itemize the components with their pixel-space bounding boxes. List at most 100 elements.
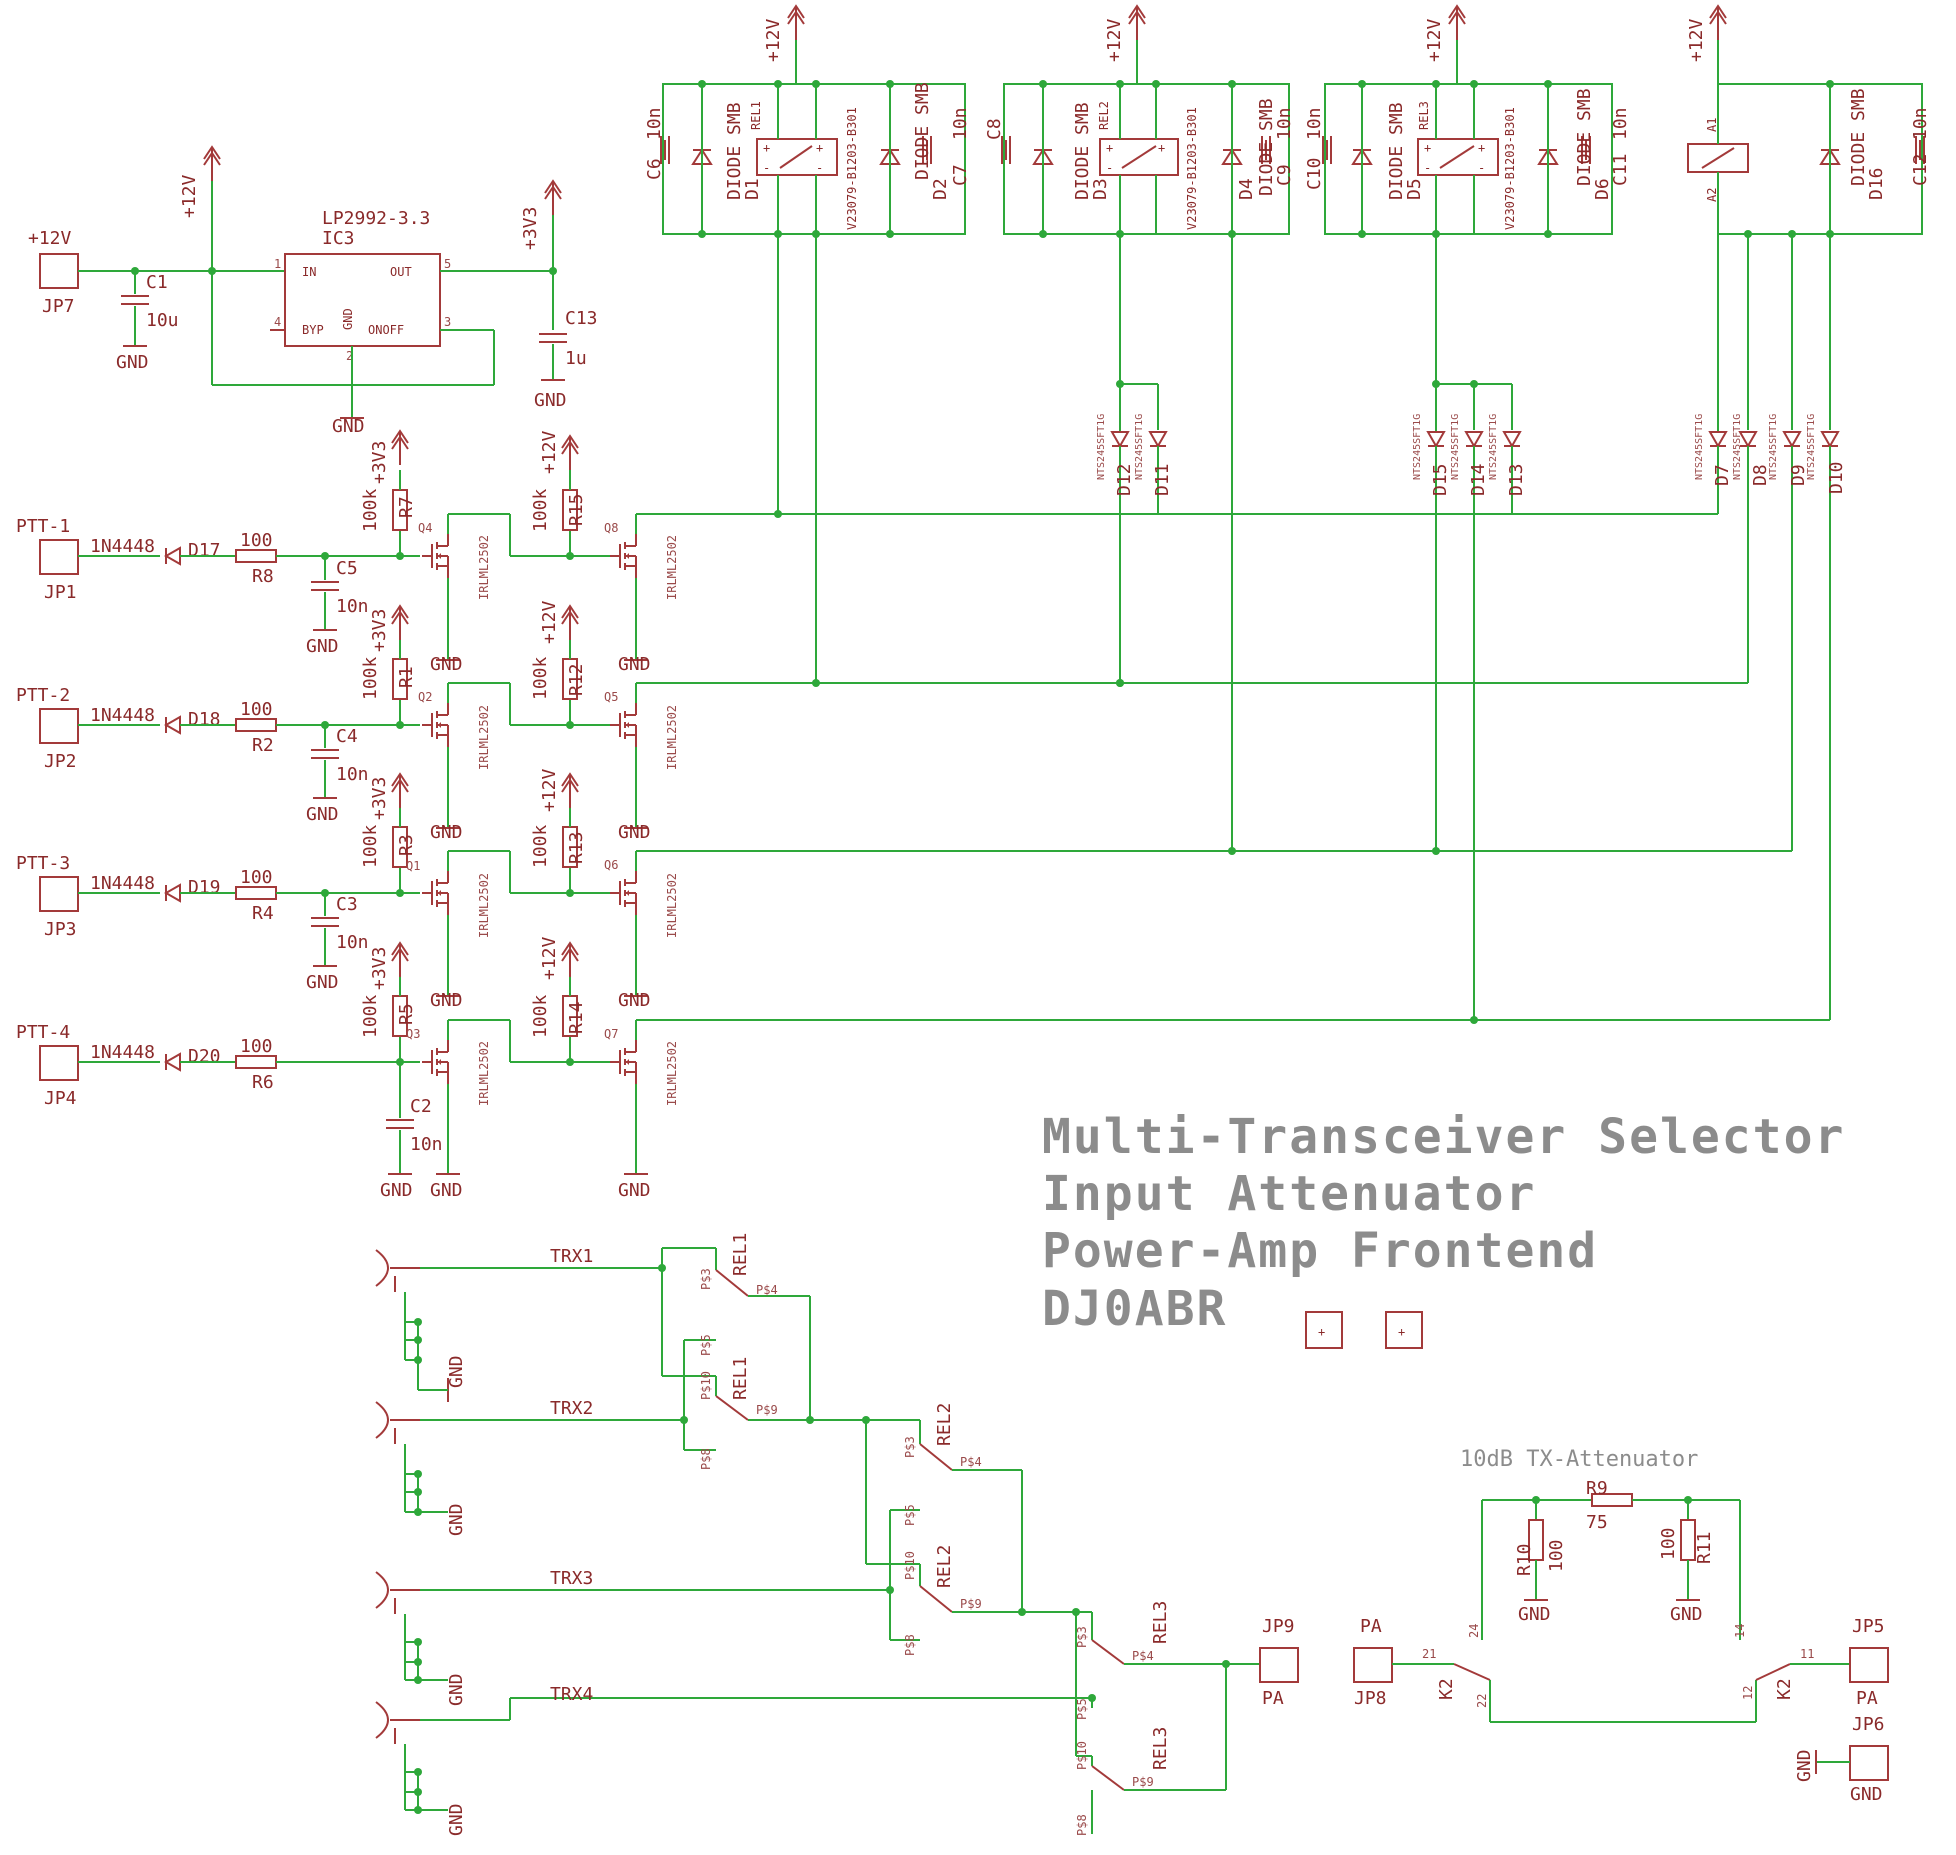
connector-jp4 xyxy=(39,1045,79,1081)
c3-ref: C3 xyxy=(336,894,358,915)
gnd-q2: GND xyxy=(430,822,463,843)
svg-text:P$5: P$5 xyxy=(1075,1698,1089,1720)
d19-type: 1N4448 xyxy=(90,873,155,894)
relay-block-3: +12V + + - - C10 10n DIODE SMB D5 REL3 V… xyxy=(1304,5,1631,855)
svg-text:P$5: P$5 xyxy=(699,1334,713,1356)
jp9-label: PA xyxy=(1262,1688,1284,1709)
r15-ref: R15 xyxy=(566,493,587,526)
svg-text:NTS245SFT1G: NTS245SFT1G xyxy=(1412,414,1423,480)
attenuator-title: 10dB TX-Attenuator xyxy=(1460,1447,1698,1472)
svg-text:P$10: P$10 xyxy=(699,1371,713,1400)
q7-part: IRLML2502 xyxy=(665,1041,679,1106)
d6-ref: D6 xyxy=(1592,178,1613,200)
jp6-ref: JP6 xyxy=(1852,1714,1885,1735)
svg-text:NTS245SFT1G: NTS245SFT1G xyxy=(1134,414,1145,480)
r12-value: 100k xyxy=(530,656,551,700)
d1-type: DIODE SMB xyxy=(724,102,745,200)
jp5-ref: JP5 xyxy=(1852,1616,1885,1637)
r11-ref: R11 xyxy=(1694,1531,1715,1564)
rel1-part: V23079-B1203-B301 xyxy=(845,107,859,230)
trx4-label: TRX4 xyxy=(550,1684,593,1705)
rel1-label-a: REL1 xyxy=(730,1233,751,1276)
q8-part: IRLML2502 xyxy=(665,535,679,600)
svg-text:P$4: P$4 xyxy=(756,1283,778,1297)
gnd-r10: GND xyxy=(1518,1604,1551,1625)
svg-text:+: + xyxy=(1318,1325,1325,1339)
reg-pin-in: IN xyxy=(302,265,316,279)
d2-ref: D2 xyxy=(930,178,951,200)
c5-ref: C5 xyxy=(336,558,358,579)
q4-part: IRLML2502 xyxy=(477,535,491,600)
svg-text:-: - xyxy=(1106,161,1113,175)
svg-text:P$5: P$5 xyxy=(903,1504,917,1526)
q1-part: IRLML2502 xyxy=(477,873,491,938)
jp1-ref: JP1 xyxy=(44,582,77,603)
connector-jp1 xyxy=(39,539,79,575)
regulator-name: LP2992-3.3 xyxy=(322,208,430,229)
or-diode-matrix: NTS245SFT1G NTS245SFT1G D12 D11 NTS245SF… xyxy=(1096,234,1847,1024)
connector-jp5 xyxy=(1849,1647,1889,1683)
v12-rel3: +12V xyxy=(1424,18,1445,62)
r2-value: 100 xyxy=(240,699,273,720)
svg-text:+: + xyxy=(1158,141,1165,155)
v33-ch1: +3V3 xyxy=(369,441,390,484)
r10-ref: R10 xyxy=(1514,1543,1535,1576)
c7-value: 10n xyxy=(950,107,971,140)
c6-value: 10n xyxy=(644,107,665,140)
svg-text:1: 1 xyxy=(274,257,281,271)
jp2-ref: JP2 xyxy=(44,751,77,772)
gnd-q6: GND xyxy=(618,990,651,1011)
svg-text:NTS245SFT1G: NTS245SFT1G xyxy=(1768,414,1779,480)
q2-ref: Q2 xyxy=(418,690,432,704)
rel2-ref: REL2 xyxy=(1097,101,1111,130)
svg-text:+: + xyxy=(1478,141,1485,155)
rel3-ref: REL3 xyxy=(1417,101,1431,130)
r10-value: 100 xyxy=(1546,1539,1567,1572)
c10-value: 10n xyxy=(1304,107,1325,140)
svg-text:P$3: P$3 xyxy=(1075,1626,1089,1648)
trx2-label: TRX2 xyxy=(550,1398,593,1419)
r4-value: 100 xyxy=(240,867,273,888)
d7-ref: D7 xyxy=(1712,464,1733,486)
svg-text:P$10: P$10 xyxy=(1075,1741,1089,1770)
ptt-channel-3: PTT-3 JP3 1N4448 D19 100 R4 C3 10n GND +… xyxy=(16,768,1792,1011)
v12-k2: +12V xyxy=(1686,18,1707,62)
k2-a1: A1 xyxy=(1705,118,1719,132)
reg-pin-byp: BYP xyxy=(302,323,324,337)
svg-text:11: 11 xyxy=(1800,1647,1814,1661)
svg-text:-: - xyxy=(763,161,770,175)
title-line-2: Input Attenuator xyxy=(1042,1166,1536,1222)
r5-ref: R5 xyxy=(396,1003,417,1025)
q6-part: IRLML2502 xyxy=(665,873,679,938)
c4-ref: C4 xyxy=(336,726,358,747)
jp6-label: GND xyxy=(1850,1784,1883,1805)
gnd-trx1: GND xyxy=(446,1355,467,1388)
v12-ch4: +12V xyxy=(539,936,560,980)
connector-jp2 xyxy=(39,708,79,744)
title-line-4: DJ0ABR xyxy=(1042,1281,1227,1337)
jp5-label: PA xyxy=(1856,1688,1878,1709)
rel2-label-b: REL2 xyxy=(934,1545,955,1588)
v12-ch2: +12V xyxy=(539,600,560,644)
jp7-ref: JP7 xyxy=(42,296,75,317)
svg-text:+: + xyxy=(816,141,823,155)
r15-value: 100k xyxy=(530,488,551,532)
d18-type: 1N4448 xyxy=(90,705,155,726)
d13-ref: D13 xyxy=(1506,463,1527,496)
gnd-trx3: GND xyxy=(446,1673,467,1706)
d3-type: DIODE SMB xyxy=(1072,102,1093,200)
svg-text:P$8: P$8 xyxy=(699,1448,713,1470)
svg-text:P$3: P$3 xyxy=(699,1268,713,1290)
ptt-channel-2: PTT-2 JP2 1N4448 D18 100 R2 C4 10n GND +… xyxy=(16,600,1748,843)
v33-ch3: +3V3 xyxy=(369,777,390,820)
d8-ref: D8 xyxy=(1750,464,1771,486)
svg-text:+: + xyxy=(763,141,770,155)
svg-text:3: 3 xyxy=(444,315,451,329)
svg-text:P$3: P$3 xyxy=(903,1436,917,1458)
ptt1-label: PTT-1 xyxy=(16,516,70,537)
r3-ref: R3 xyxy=(396,834,417,856)
gnd-q7: GND xyxy=(618,1180,651,1201)
trx3-label: TRX3 xyxy=(550,1568,593,1589)
svg-text:-: - xyxy=(1424,161,1431,175)
r8-value: 100 xyxy=(240,530,273,551)
